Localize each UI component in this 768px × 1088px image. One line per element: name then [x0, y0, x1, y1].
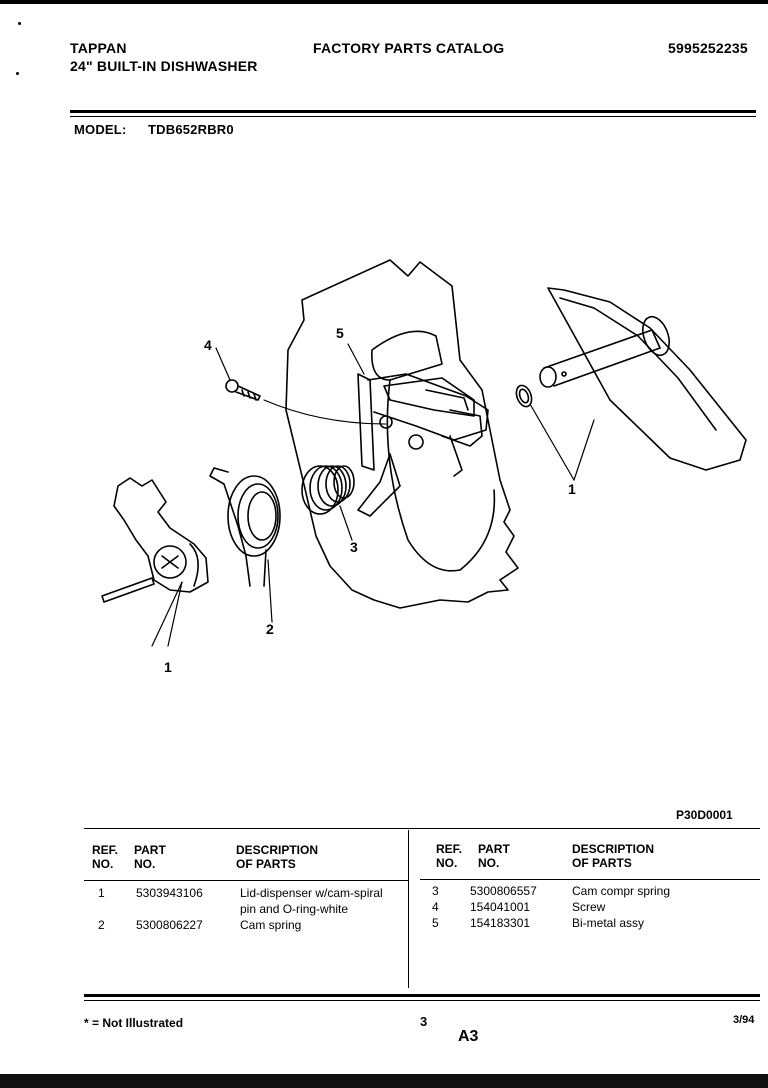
table-row-desc: Cam compr spring — [572, 884, 671, 898]
top-border — [0, 0, 768, 4]
header-part-right: PART NO. — [478, 842, 510, 870]
product-name: 24" BUILT-IN DISHWASHER — [70, 58, 258, 74]
callout-1-left: 1 — [164, 659, 172, 675]
table-row-part: 5300806227 — [136, 918, 203, 932]
callout-4: 4 — [204, 337, 212, 353]
lid-dispenser-part — [101, 477, 209, 603]
table-row-part: 154041001 — [470, 900, 531, 914]
table-header-underline-right — [420, 879, 760, 880]
diagram-code: P30D0001 — [676, 808, 733, 822]
table-row-part: 5303943106 — [136, 886, 203, 900]
bi-metal-assembly — [357, 373, 489, 517]
header-part-left: PART NO. — [134, 843, 166, 871]
table-row-desc: Lid-dispenser w/cam-spiral — [240, 886, 383, 900]
table-rule-bottom-thin — [84, 1000, 760, 1001]
table-rule-top — [84, 828, 760, 829]
header-ref-right: REF. NO. — [436, 842, 462, 870]
callout-2: 2 — [266, 621, 274, 637]
revision-date: 3/94 — [733, 1014, 755, 1026]
header-rule-thin — [70, 116, 756, 117]
table-row-desc: Screw — [572, 900, 606, 914]
not-illustrated-note: * = Not Illustrated — [84, 1016, 184, 1030]
table-row-desc: Cam spring — [240, 918, 302, 932]
page-number: 3 — [420, 1014, 428, 1029]
table-row-ref: 1 — [98, 886, 105, 900]
table-column-divider — [408, 830, 409, 988]
model-value: TDB652RBR0 — [148, 122, 234, 137]
catalog-title: FACTORY PARTS CATALOG — [313, 40, 505, 56]
panel-recess-arc — [386, 379, 461, 572]
scan-speck — [16, 72, 19, 75]
header-part-line2: NO. — [478, 856, 500, 870]
header-ref-line1: REF. — [92, 843, 119, 857]
section-code: A3 — [458, 1028, 479, 1045]
leader-lines — [151, 343, 595, 647]
header-part-line1: PART — [134, 843, 166, 857]
table-row-ref: 4 — [432, 900, 439, 914]
table-row-desc-cont: pin and O-ring-white — [240, 902, 349, 916]
header-desc-line1: DESCRIPTION — [572, 842, 655, 856]
dispenser-panel — [285, 259, 519, 609]
table-header-underline-left — [84, 880, 408, 881]
cam-spring — [209, 467, 281, 587]
header-ref-line2: NO. — [92, 857, 114, 871]
table-row-ref: 2 — [98, 918, 105, 932]
table-row-ref: 3 — [432, 884, 439, 898]
header-part-line1: PART — [478, 842, 510, 856]
header-ref-line1: REF. — [436, 842, 463, 856]
table-rule-bottom — [84, 994, 760, 997]
callout-3: 3 — [350, 539, 358, 555]
callout-5: 5 — [336, 325, 344, 341]
header-desc-line2: OF PARTS — [236, 857, 296, 871]
callout-1-right: 1 — [568, 481, 576, 497]
model-label: MODEL: — [74, 122, 127, 137]
scan-speck — [18, 22, 21, 25]
header-desc-left: DESCRIPTION OF PARTS — [236, 843, 318, 871]
cam-compression-spring — [301, 465, 355, 515]
table-row-part: 5300806557 — [470, 884, 537, 898]
header-desc-line2: OF PARTS — [572, 856, 632, 870]
catalog-number: 5995252235 — [668, 40, 748, 56]
brand-name: TAPPAN — [70, 40, 127, 56]
table-row-desc: Bi-metal assy — [572, 916, 645, 930]
header-ref-left: REF. NO. — [92, 843, 118, 871]
header-ref-line2: NO. — [436, 856, 458, 870]
header-rule-top — [70, 110, 756, 113]
header-desc-right: DESCRIPTION OF PARTS — [572, 842, 654, 870]
bottom-border — [0, 1074, 768, 1088]
table-row-ref: 5 — [432, 916, 439, 930]
screw — [225, 379, 387, 425]
cam-shaft — [515, 287, 747, 471]
exploded-parts-diagram: 4 5 3 2 1 1 — [101, 259, 747, 675]
table-row-part: 154183301 — [470, 916, 531, 930]
header-desc-line1: DESCRIPTION — [236, 843, 319, 857]
panel-recess — [371, 330, 443, 381]
header-part-line2: NO. — [134, 857, 156, 871]
